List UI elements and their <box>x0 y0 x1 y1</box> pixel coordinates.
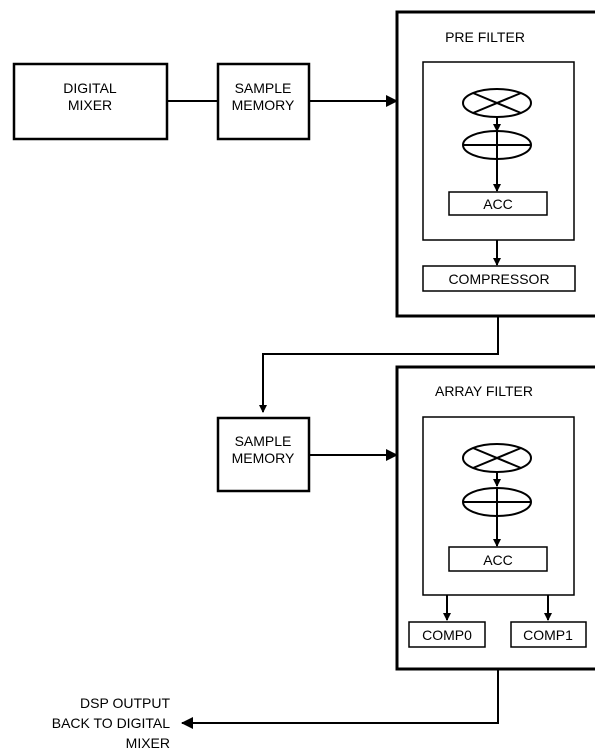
prefilter-to-memory2-connector <box>259 316 499 413</box>
compressor-box <box>422 265 576 292</box>
sample-memory-1-label-line2: MEMORY <box>232 97 295 113</box>
sample-memory-1-label-line1: SAMPLE <box>235 80 292 96</box>
comp1-box <box>510 621 587 648</box>
comp0-label: COMP0 <box>422 627 472 643</box>
pre-filter-acc-label: ACC <box>483 196 513 212</box>
compressor-label: COMPRESSOR <box>448 271 549 287</box>
pre-filter-title: PRE FILTER <box>445 29 525 45</box>
digital-mixer-block: DIGITAL MIXER <box>12 62 169 141</box>
sample-memory-block-2: SAMPLE MEMORY <box>216 416 311 493</box>
comp1-label: COMP1 <box>523 627 573 643</box>
multiplier-icon <box>462 88 532 118</box>
array-filter-acc-label: ACC <box>483 552 513 568</box>
pre-filter-acc-box <box>448 191 548 216</box>
digital-mixer-label-line2: MIXER <box>68 97 112 113</box>
multiplier-icon <box>462 443 532 473</box>
dsp-output-label: DSP OUTPUT BACK TO DIGITAL MIXER <box>52 695 171 751</box>
dsp-output-label-line3: MIXER <box>126 735 170 751</box>
array-filter-inner-frame <box>422 416 575 596</box>
dsp-output-label-line1: DSP OUTPUT <box>80 695 170 711</box>
array-filter-title: ARRAY FILTER <box>435 383 533 399</box>
digital-mixer-label-line1: DIGITAL <box>63 80 117 96</box>
sample-memory-2-label-line2: MEMORY <box>232 450 295 466</box>
array-filter-block: ARRAY FILTER ACC COMP0 COMP1 <box>395 365 595 671</box>
pre-filter-inner-frame <box>422 61 575 241</box>
sample-memory-2-label-line1: SAMPLE <box>235 433 292 449</box>
dsp-output-label-line2: BACK TO DIGITAL <box>52 715 170 731</box>
array-filter-acc-box <box>448 546 548 572</box>
comp0-box <box>408 621 486 648</box>
dsp-output-connector <box>181 669 499 729</box>
pre-filter-block: PRE FILTER ACC COMPRESSOR <box>395 10 595 318</box>
sample-memory-block-1: SAMPLE MEMORY <box>216 62 311 141</box>
